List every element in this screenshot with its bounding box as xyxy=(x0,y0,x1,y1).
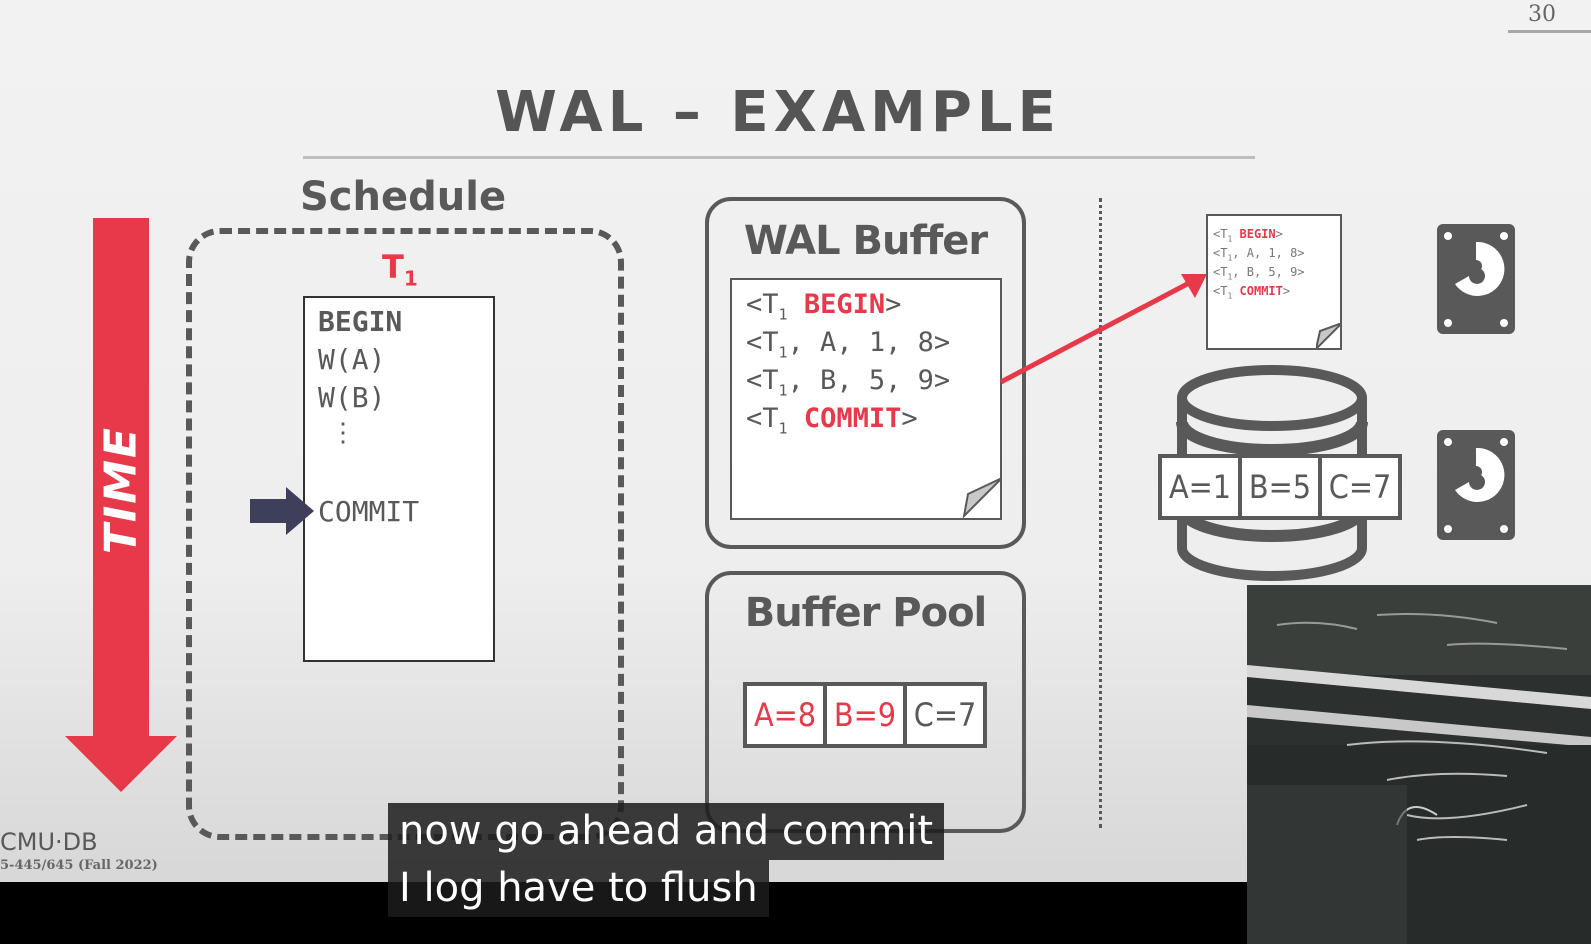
page-fold-icon xyxy=(958,476,1002,518)
transaction-name-sub: 1 xyxy=(403,266,418,291)
op-ellipsis: ⋮ xyxy=(330,418,356,448)
disk-log-record: <T1 BEGIN> xyxy=(1213,227,1283,244)
memory-disk-divider xyxy=(1099,198,1102,828)
op-write-a: W(A) xyxy=(318,343,386,376)
lecture-camera-pip[interactable] xyxy=(1247,585,1591,944)
current-op-pointer-head-icon xyxy=(286,487,314,535)
wal-record: <T1 BEGIN> xyxy=(746,289,902,324)
disk-log-record: <T1 COMMIT> xyxy=(1213,284,1291,301)
course-label: 5-445/645 (Fall 2022) xyxy=(0,858,158,873)
buffer-pool-page: A=8 B=9 C=7 xyxy=(743,682,987,748)
database-page: A=1 B=5 C=7 xyxy=(1158,454,1402,520)
subtitle-line: now go ahead and commit xyxy=(388,803,945,860)
database-icon xyxy=(1176,365,1368,581)
transaction-name: T1 xyxy=(382,248,418,290)
time-label: TIME xyxy=(95,425,147,555)
cmu-db-logo: CMU·DB xyxy=(0,828,98,856)
database-cell: C=7 xyxy=(1322,458,1398,516)
database-cell: B=5 xyxy=(1242,458,1318,516)
transaction-ops-box xyxy=(303,296,495,662)
current-op-pointer-icon xyxy=(250,499,288,523)
op-write-b: W(B) xyxy=(318,381,386,414)
disk-page-fold-icon xyxy=(1316,323,1342,349)
wal-buffer-panel xyxy=(705,197,1026,549)
disk-log-record: <T1, B, 5, 9> xyxy=(1213,265,1305,282)
wal-record: <T1, A, 1, 8> xyxy=(746,327,951,362)
wal-record: <T1, B, 5, 9> xyxy=(746,365,951,400)
hard-disk-icon xyxy=(1437,430,1515,540)
buffer-pool-cell: A=8 xyxy=(747,686,823,744)
hard-disk-icon xyxy=(1437,224,1515,334)
buffer-pool-title: Buffer Pool xyxy=(744,590,988,636)
buffer-pool-cell: C=7 xyxy=(907,686,983,744)
transaction-name-base: T xyxy=(382,248,404,286)
wal-buffer-title: WAL Buffer xyxy=(743,218,988,264)
slide-number-rule xyxy=(1508,30,1591,33)
wal-buffer-page xyxy=(730,278,1002,520)
op-begin: BEGIN xyxy=(318,305,403,338)
op-commit: COMMIT xyxy=(318,495,420,528)
buffer-pool-cell: B=9 xyxy=(827,686,903,744)
wal-record: <T1 COMMIT> xyxy=(746,403,918,438)
slide-number: 30 xyxy=(1528,2,1556,27)
disk-log-page xyxy=(1206,214,1342,350)
database-cell: A=1 xyxy=(1162,458,1238,516)
subtitle-line: I log have to flush xyxy=(388,860,769,917)
schedule-label: Schedule xyxy=(300,174,507,220)
time-arrow-shaft xyxy=(93,218,149,738)
flush-arrow-icon xyxy=(999,274,1207,385)
title-divider xyxy=(303,156,1255,159)
disk-log-record: <T1, A, 1, 8> xyxy=(1213,246,1305,263)
time-arrow-head-icon xyxy=(65,736,177,792)
slide-title: WAL – EXAMPLE xyxy=(495,80,1061,145)
